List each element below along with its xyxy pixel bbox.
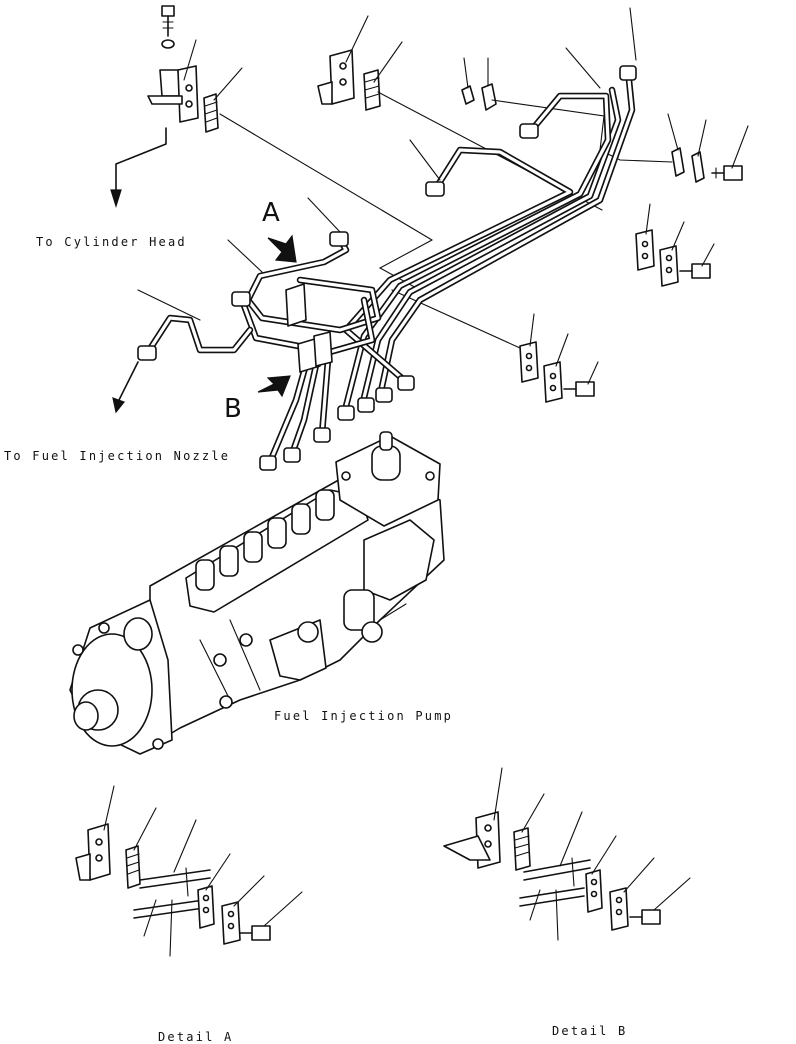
detail-a-drawing	[75, 785, 303, 957]
bolt-right	[711, 165, 743, 181]
top-right-fittings	[461, 57, 749, 183]
label-view-a: A	[262, 198, 280, 228]
label-view-b: B	[224, 394, 242, 424]
fuel-injection-pump	[69, 431, 445, 755]
washer	[161, 39, 175, 49]
delivery-valves	[195, 489, 335, 591]
right-bracket-set-2	[519, 313, 599, 403]
top-left-bracket-group	[110, 5, 243, 209]
label-to-cylinder-head: To Cylinder Head	[36, 235, 187, 249]
label-fuel-injection-pump: Fuel Injection Pump	[274, 709, 454, 723]
right-bracket-set-1	[635, 203, 715, 287]
label-detail-b: Detail B	[552, 1024, 628, 1038]
view-arrow-a	[267, 234, 297, 263]
view-arrow-b	[257, 375, 291, 398]
injection-tubes	[144, 66, 636, 466]
top-center-bracket-group	[317, 15, 403, 111]
bundle-clamps	[285, 283, 333, 373]
mount-bracket	[147, 65, 199, 123]
bolt	[161, 5, 175, 37]
tube-nuts	[137, 65, 637, 471]
label-to-fuel-injection-nozzle: To Fuel Injection Nozzle	[4, 449, 231, 463]
tube-leaders	[112, 7, 637, 414]
tube-clamp	[203, 93, 219, 133]
label-detail-a: Detail A	[158, 1030, 234, 1044]
detail-b-drawing	[443, 767, 691, 941]
